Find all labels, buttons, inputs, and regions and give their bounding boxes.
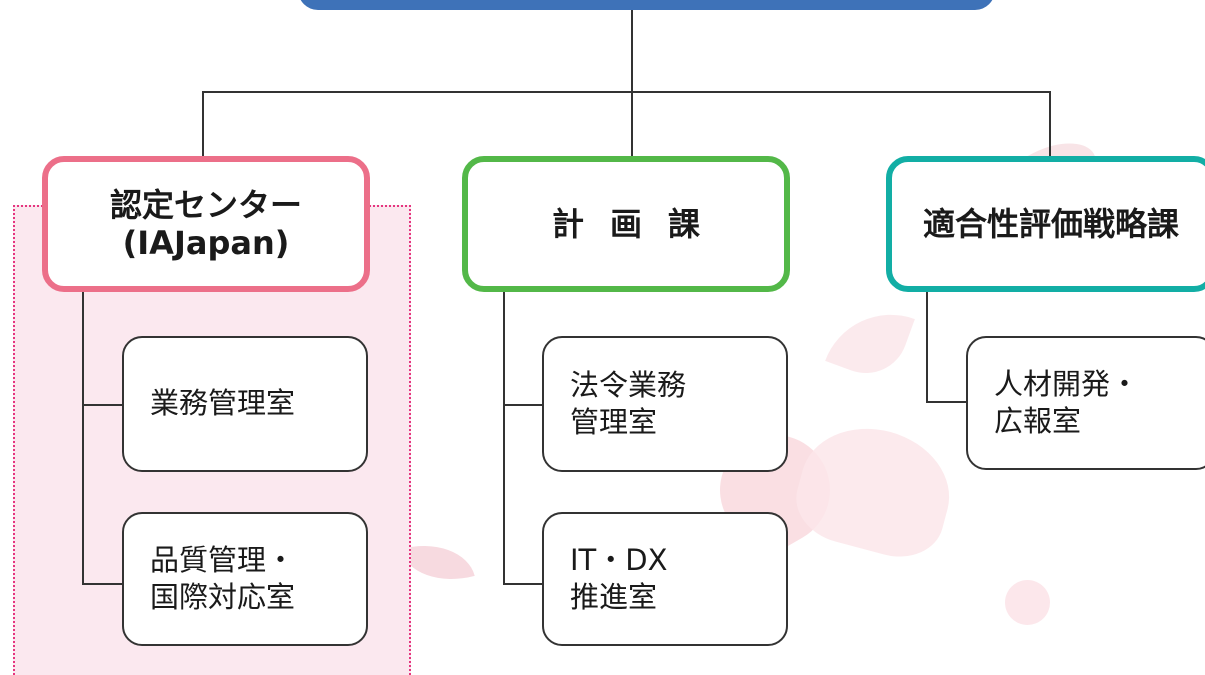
connector-line	[82, 290, 84, 585]
office-label: 法令業務 管理室	[570, 367, 687, 439]
connector-line	[503, 583, 545, 585]
petal-decoration	[1005, 580, 1050, 625]
office-legal-affairs: 法令業務 管理室	[542, 336, 788, 472]
connector-line	[202, 91, 204, 158]
connector-line	[926, 401, 968, 403]
connector-line	[631, 91, 633, 158]
connector-line	[503, 290, 505, 585]
office-label: 品質管理・ 国際対応室	[150, 542, 296, 614]
connector-line	[1049, 91, 1051, 158]
dept-conformity-strategy: 適合性評価戦略課	[886, 156, 1205, 292]
petal-decoration	[787, 412, 963, 568]
connector-line	[503, 404, 545, 406]
dept-label: 適合性評価戦略課	[922, 204, 1179, 243]
connector-line	[82, 583, 124, 585]
office-label: IT・DX 推進室	[570, 542, 668, 614]
connector-line	[926, 290, 928, 403]
petal-decoration	[400, 532, 475, 593]
dept-planning: 計画課	[462, 156, 790, 292]
office-label: 業務管理室	[150, 386, 296, 421]
office-business-management: 業務管理室	[122, 336, 368, 472]
office-label: 人材開発・ 広報室	[994, 366, 1140, 438]
parent-org-box	[298, 0, 995, 10]
office-it-dx: IT・DX 推進室	[542, 512, 788, 646]
connector-line	[631, 10, 633, 92]
office-hr-pr: 人材開発・ 広報室	[966, 336, 1205, 470]
dept-label: 計画課	[551, 204, 726, 243]
office-quality-international: 品質管理・ 国際対応室	[122, 512, 368, 646]
dept-certification-center: 認定センター (IAJapan)	[42, 156, 370, 292]
connector-line	[82, 404, 124, 406]
connector-line	[202, 91, 1051, 93]
petal-decoration	[825, 295, 915, 385]
dept-label: 認定センター (IAJapan)	[109, 185, 302, 262]
